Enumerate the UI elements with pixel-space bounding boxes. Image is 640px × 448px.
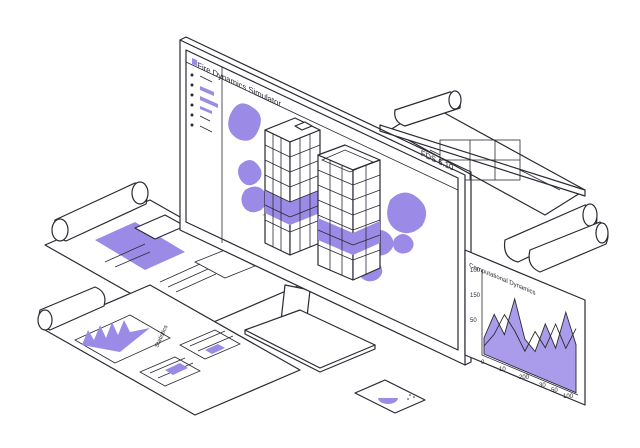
chart-series-1 [483,297,577,394]
monitor: Fire Dynamics Simulator FDS 6.10 [179,36,472,373]
paper-roll-top [394,90,462,127]
y-tick-label: 50 [470,318,477,324]
chart-panel: Computational Dynamics 100 150 50 0 10 2… [464,249,586,406]
mini-area-chart [74,314,171,364]
x-tick-label: 200 [519,375,530,381]
chart-series-group [483,297,577,394]
x-tick-label: 30 [539,383,546,389]
x-tick-label: 0 [481,360,485,366]
x-tick-label: 100 [563,394,574,400]
building-model [262,117,381,281]
document-sheet-left [44,181,301,331]
document-sheet-bottom-left: Statistics [37,284,301,416]
y-tick-label: 100 [470,268,481,274]
x-tick-label: 10 [499,367,506,373]
x-tick-label: 50 [551,388,558,394]
paper-roll-bottom-left [37,286,106,331]
paper-roll-left [51,181,149,242]
pie-card [354,379,426,414]
blueprint-sheet-right [379,90,586,216]
paper-rolls-right [503,203,609,273]
chart-series-2 [483,313,577,353]
app-sidebar [190,58,218,133]
y-tick-label: 150 [470,293,481,299]
